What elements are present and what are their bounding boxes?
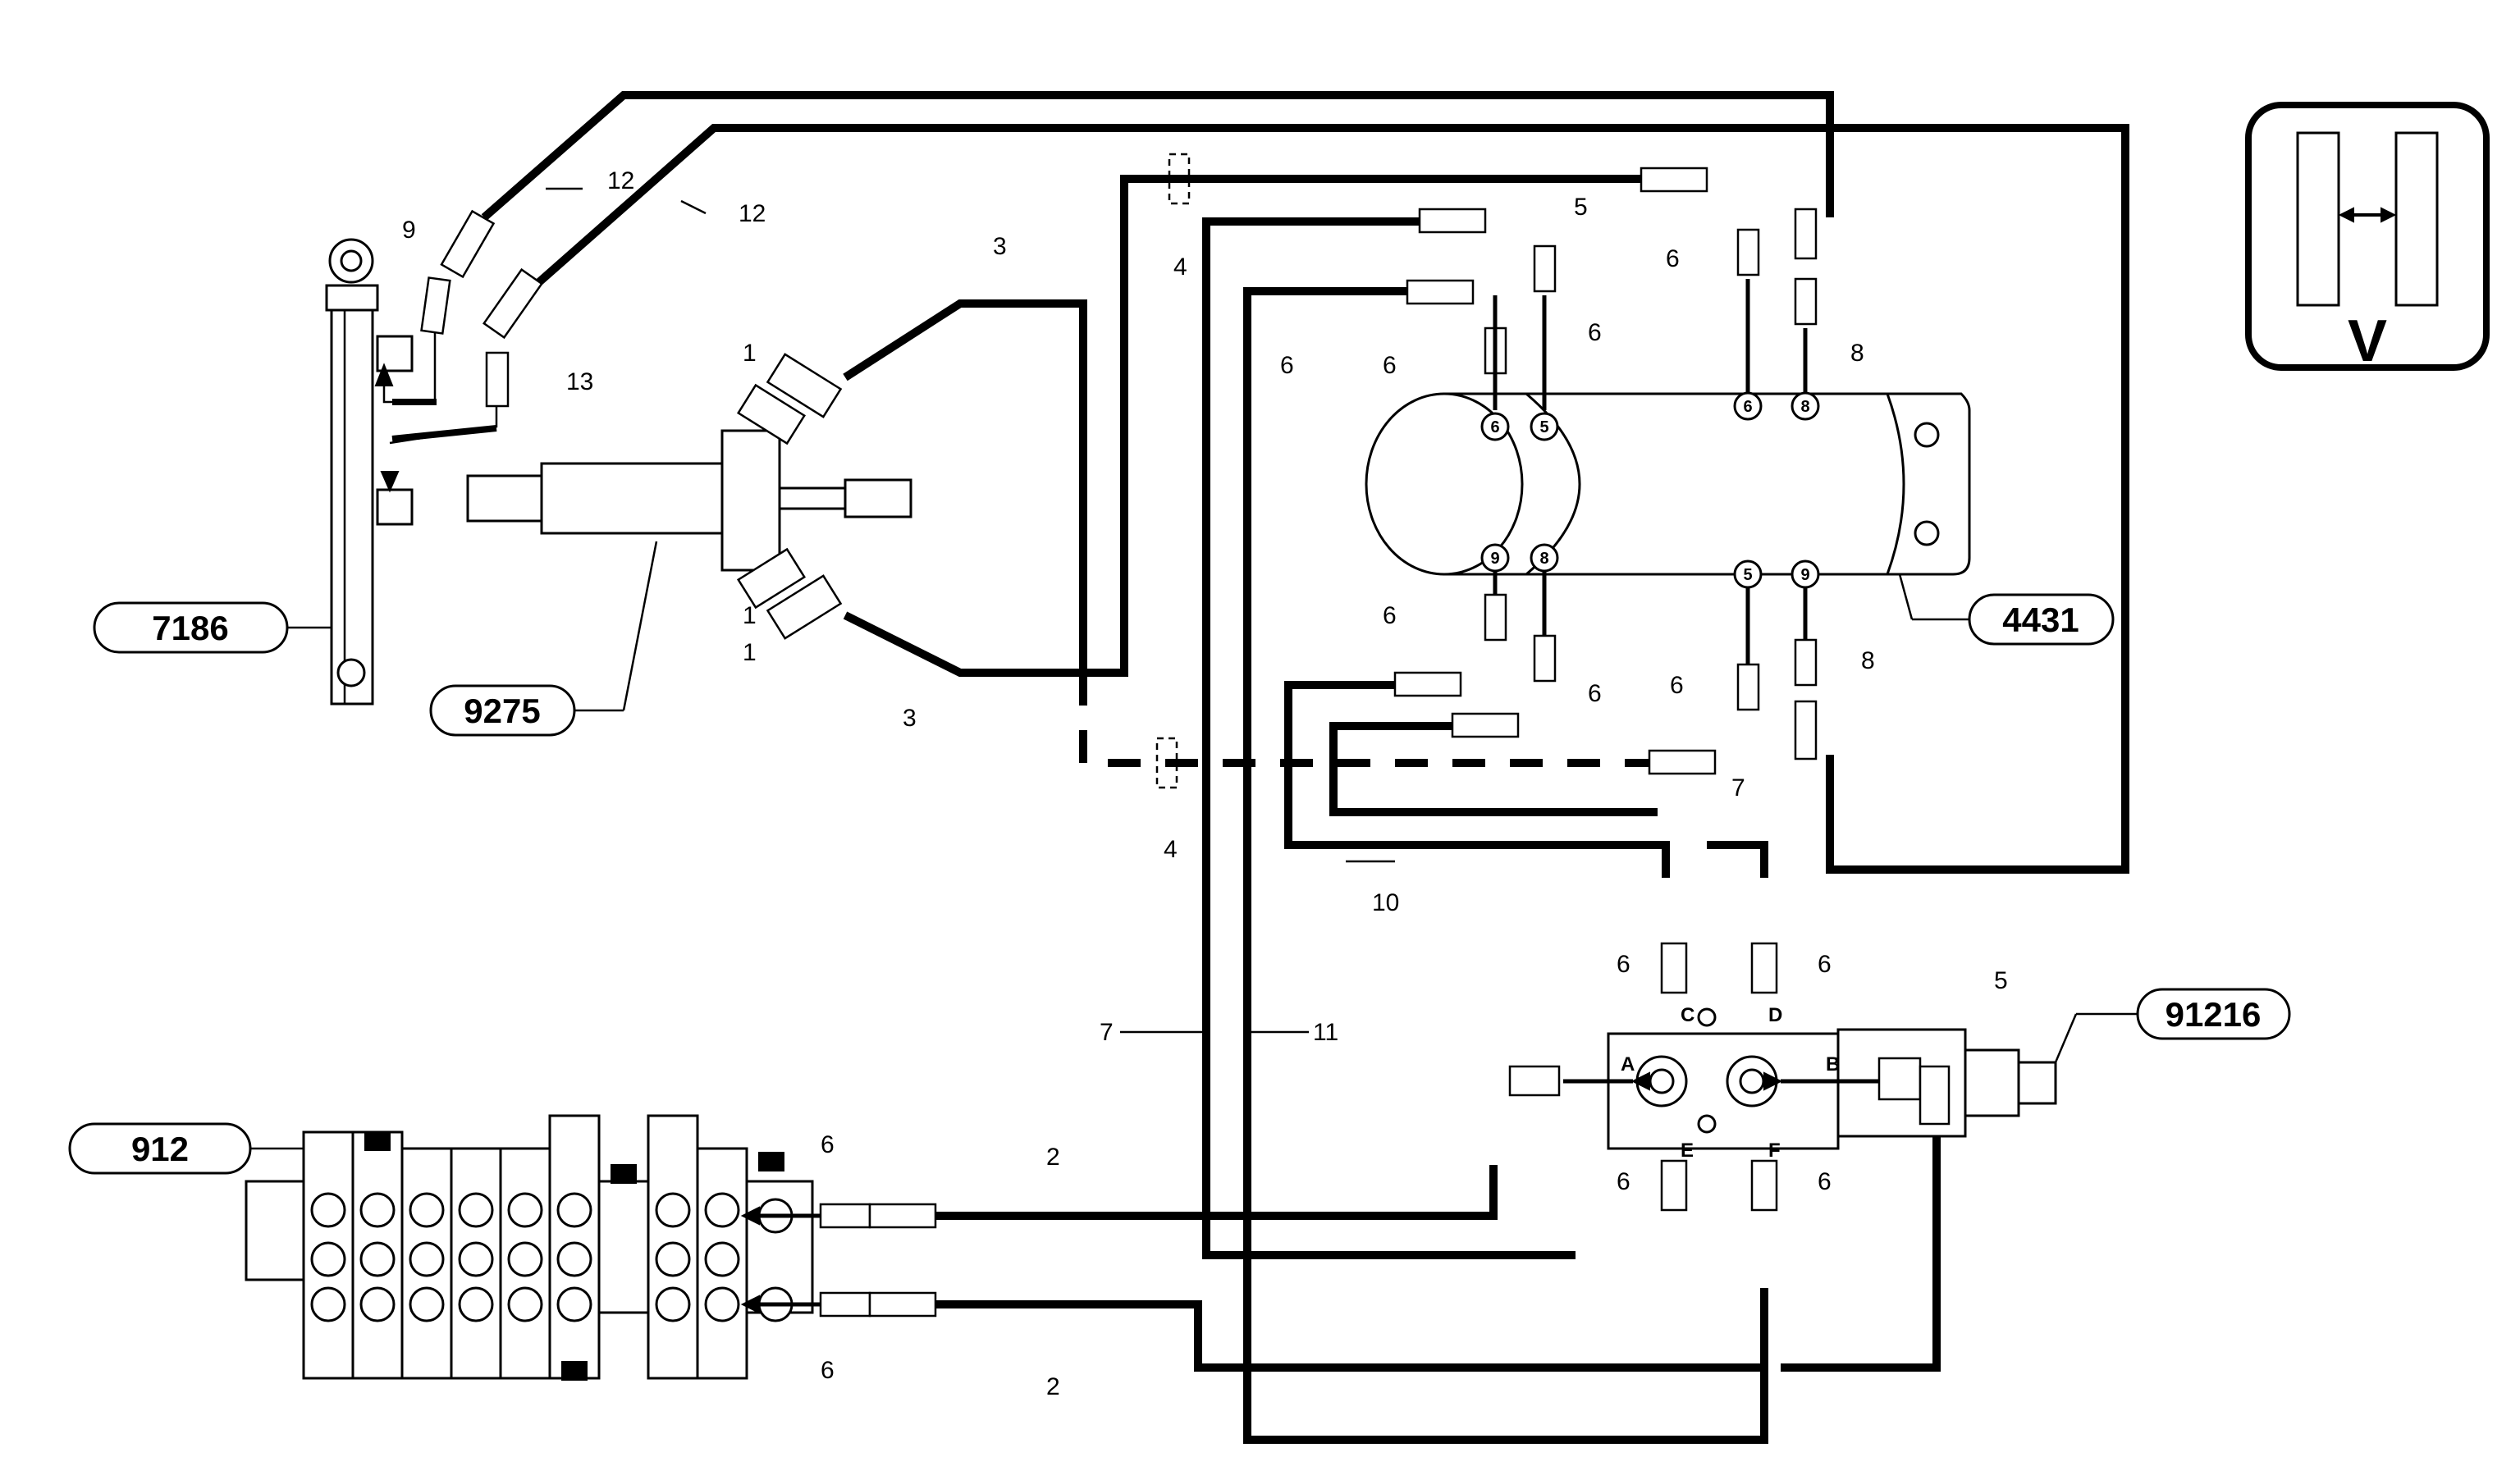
callout-11: 11 xyxy=(1313,1019,1338,1046)
label-box-91216 xyxy=(2136,988,2291,1040)
callout-3-upper: 3 xyxy=(993,233,1007,260)
callout-6-c: 6 xyxy=(1383,352,1397,379)
port-label-b8a: 8 xyxy=(1539,550,1548,568)
callout-numbers: 12 12 9 13 3 3 1 1 1 4 4 5 5 6 6 6 6 6 6… xyxy=(402,167,2008,1400)
port-letter-E: E xyxy=(1681,1139,1694,1162)
hose-12-lower xyxy=(530,124,2129,874)
port-letters: C D A B E F xyxy=(1621,1004,1840,1162)
hose-91216-return xyxy=(1781,1136,1941,1372)
callout-6-d: 6 xyxy=(1383,602,1397,629)
callout-6-e: 6 xyxy=(1588,680,1602,707)
port-letter-D: D xyxy=(1768,1004,1782,1026)
callout-13: 13 xyxy=(566,368,593,395)
callout-7-left: 7 xyxy=(1100,1019,1114,1046)
callout-6-k: 6 xyxy=(821,1131,835,1158)
fittings-4431 xyxy=(1393,167,1818,775)
hose-11 xyxy=(1243,287,1768,1444)
port-letter-C: C xyxy=(1681,1004,1694,1026)
port-letter-B: B xyxy=(1826,1053,1840,1076)
hose-7-d xyxy=(1707,841,1768,878)
callout-3-lower: 3 xyxy=(903,705,917,732)
part-label-91216: 91216 xyxy=(2166,995,2262,1034)
callout-4-lower: 4 xyxy=(1164,836,1178,863)
port-label-t8a: 8 xyxy=(1800,398,1809,416)
label-box-9275 xyxy=(429,684,576,737)
callout-9: 9 xyxy=(402,217,416,244)
marker-4 xyxy=(1155,153,1191,789)
callout-6-a: 6 xyxy=(1666,245,1680,272)
callout-6-l: 6 xyxy=(821,1357,835,1384)
port-label-t6a: 6 xyxy=(1490,418,1499,436)
hose-2-upper xyxy=(935,1165,1498,1220)
part-label-912: 912 xyxy=(131,1130,189,1168)
port-label-b9a: 9 xyxy=(1490,550,1499,568)
callout-6-m: 6 xyxy=(1280,352,1294,379)
label-box-912 xyxy=(68,1122,252,1175)
part-label-9275: 9275 xyxy=(464,692,540,730)
hose-4-dashed xyxy=(1079,673,1666,767)
label-box-7186 xyxy=(93,601,289,654)
callout-6-i: 6 xyxy=(1617,1168,1630,1195)
label-box-4431 xyxy=(1968,593,2115,646)
leader-lines xyxy=(250,187,2138,1150)
cylinder-7186 xyxy=(325,238,498,706)
fittings-7186 xyxy=(420,209,543,408)
callout-6-h: 6 xyxy=(1818,951,1832,978)
hose-7-left xyxy=(1202,217,1576,1259)
callout-4-upper: 4 xyxy=(1173,253,1187,281)
callout-6-f: 6 xyxy=(1670,672,1684,699)
callout-6-b: 6 xyxy=(1588,319,1602,346)
actuator-4431: 6 5 6 8 9 8 5 9 xyxy=(1365,391,1971,589)
port-letter-A: A xyxy=(1621,1053,1635,1076)
callout-6-j: 6 xyxy=(1818,1168,1832,1195)
callout-1-c: 1 xyxy=(743,639,757,666)
view-inset: V xyxy=(2245,102,2490,374)
callout-2-upper: 2 xyxy=(1046,1144,1060,1171)
port-label-t5a: 5 xyxy=(1539,418,1548,436)
port-label-b9b: 9 xyxy=(1800,566,1809,584)
callout-8-upper: 8 xyxy=(1850,340,1864,367)
part-label-7186: 7186 xyxy=(152,609,228,647)
callout-12-upper: 12 xyxy=(607,167,634,194)
cylinder-9275 xyxy=(466,353,912,640)
callout-10: 10 xyxy=(1372,889,1399,916)
hose-4-upper xyxy=(1083,175,1678,677)
valve-bank-912 xyxy=(245,1114,937,1381)
callout-2-lower: 2 xyxy=(1046,1373,1060,1400)
part-label-4431: 4431 xyxy=(2002,601,2079,639)
valve-bank-spools xyxy=(310,1192,794,1322)
callout-5-lower: 5 xyxy=(1994,967,2008,994)
port-letter-F: F xyxy=(1768,1139,1781,1162)
hose-12-upper xyxy=(481,91,1834,221)
callout-6-g: 6 xyxy=(1617,951,1630,978)
port-label-t6b: 6 xyxy=(1743,398,1752,416)
callout-1-a: 1 xyxy=(743,340,757,367)
view-letter: V xyxy=(2348,308,2387,374)
port-label-b5a: 5 xyxy=(1743,566,1752,584)
callout-8-lower: 8 xyxy=(1861,647,1875,674)
hose-10 xyxy=(1284,681,1670,878)
callout-5-upper: 5 xyxy=(1574,194,1588,221)
valve-91216 xyxy=(1508,942,2057,1212)
hose-3-upper xyxy=(843,299,1087,677)
part-labels: 7186 9275 4431 91216 912 xyxy=(68,593,2291,1175)
hose-7-right xyxy=(1329,722,1658,816)
hoses xyxy=(481,91,2129,1444)
callout-1-b: 1 xyxy=(743,602,757,629)
hose-2-lower xyxy=(935,1300,1764,1372)
callout-7-right: 7 xyxy=(1731,774,1745,802)
callout-12-lower: 12 xyxy=(739,200,766,227)
